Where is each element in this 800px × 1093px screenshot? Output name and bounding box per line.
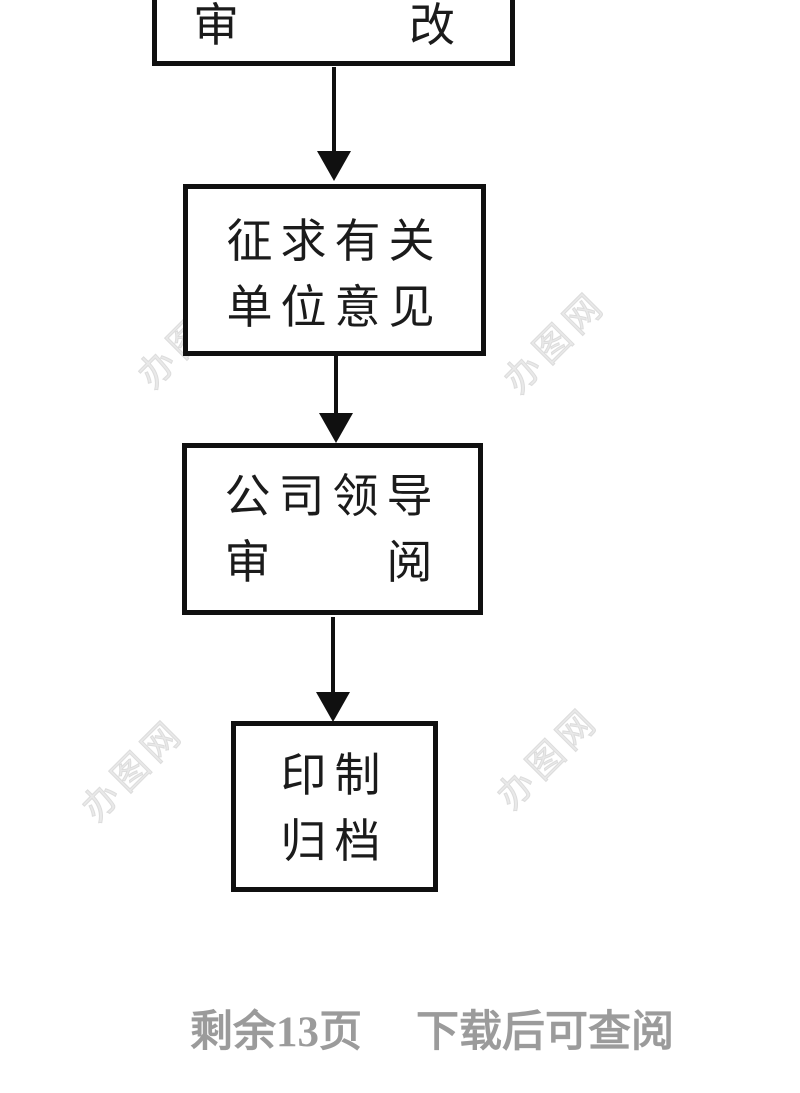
node-label: 审 改 — [193, 0, 463, 51]
flow-node-leadership-review: 公司领导 审 阅 — [182, 443, 483, 615]
arrow-head-icon — [319, 413, 353, 443]
watermark-text: 办图网 — [489, 699, 607, 817]
node-label: 征求有关 — [226, 216, 443, 267]
node-label: 审 阅 — [224, 537, 441, 588]
node-label: 单位意见 — [226, 282, 443, 333]
arrow-shaft — [331, 617, 335, 694]
download-hint-text: 下载后可查阅 — [416, 1009, 674, 1056]
node-label: 归档 — [280, 816, 389, 867]
flow-node-print-archive: 印制 归档 — [231, 721, 438, 892]
node-label: 公司领导 — [224, 471, 441, 522]
arrow-head-icon — [317, 151, 351, 181]
node-label: 印制 — [280, 750, 389, 801]
arrow-head-icon — [316, 692, 350, 722]
flow-node-review-revise: 审 改 — [152, 0, 515, 66]
remaining-pages-text: 剩余13页 — [190, 1009, 362, 1056]
arrow-shaft — [332, 67, 336, 153]
pagination-notice: 剩余13页 下载后可查阅 — [190, 997, 674, 1059]
arrow-shaft — [334, 356, 338, 414]
watermark-text: 办图网 — [496, 283, 614, 401]
flow-node-solicit-opinions: 征求有关 单位意见 — [183, 184, 486, 356]
watermark-text: 办图网 — [74, 711, 192, 829]
